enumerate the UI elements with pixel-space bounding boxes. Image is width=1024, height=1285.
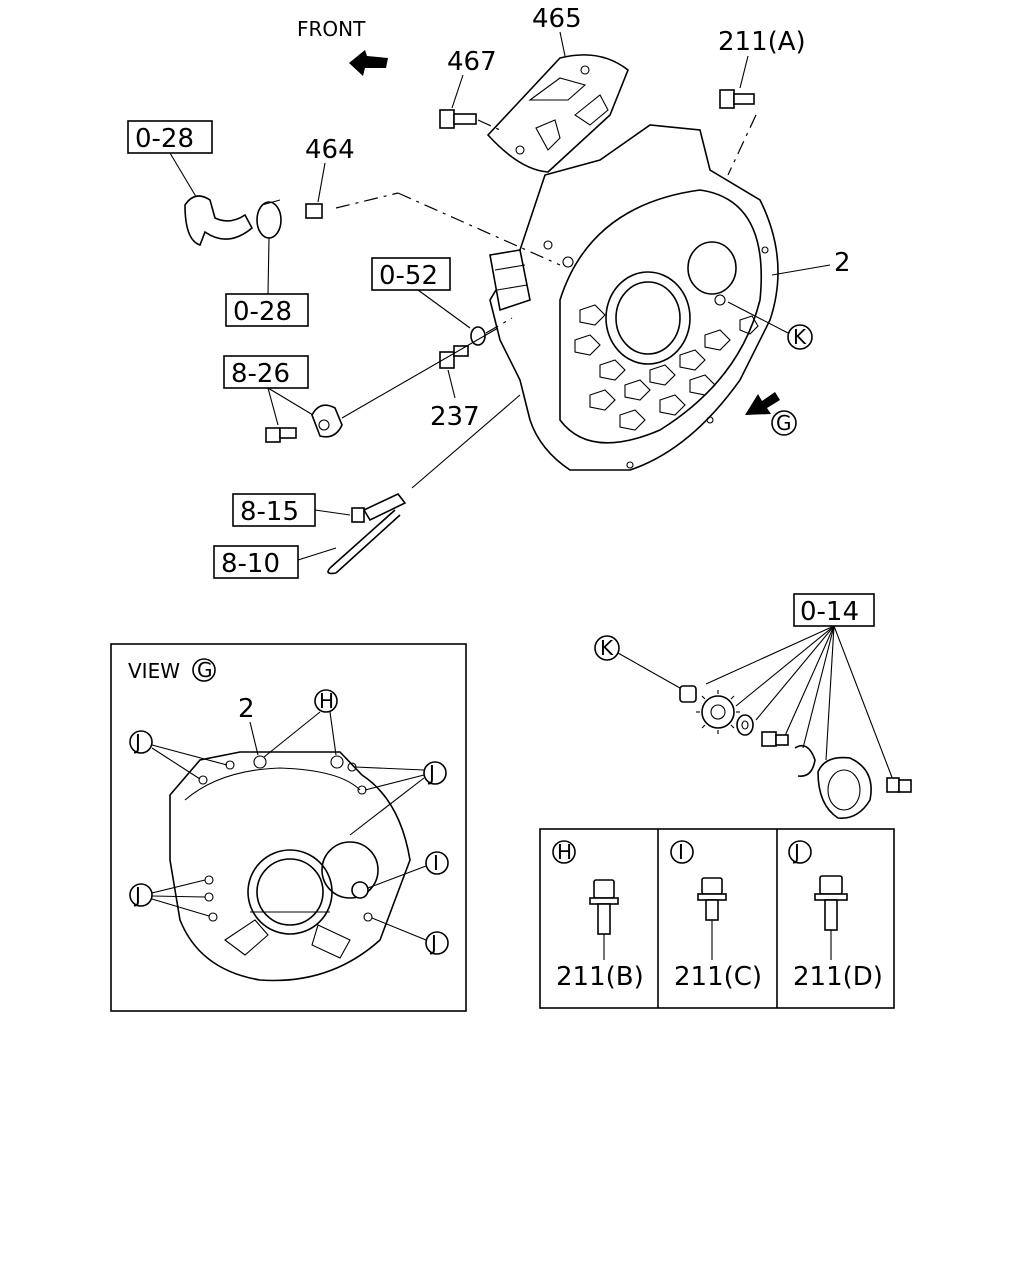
part-2-label: 2 [834,248,851,278]
callout-g [771,410,797,436]
view-callout-j-3-letter: J [133,883,141,907]
part-211c-label: 211(C) [674,962,762,992]
oil-pump-gear-assembly [679,685,912,819]
view-g-panel [110,643,467,1012]
view-callout-j-1-letter: J [133,730,141,754]
view-g-title: VIEW [128,659,180,683]
view-callout-j-2 [423,761,447,785]
front-arrow-icon [349,50,388,76]
view-callout-j-4-letter: J [429,931,437,955]
view-callout-h [314,689,338,713]
part-211a-label: 211(A) [718,27,806,57]
callout-k-group-letter: K [600,636,614,660]
callout-k-group [594,635,620,661]
ref-014-box [793,593,875,627]
part-464-label: 464 [305,135,355,165]
bolt-211b-icon [589,879,619,960]
ref-028-bottom-label: 0-28 [233,297,292,327]
part-211b-label: 211(B) [556,962,644,992]
view-callout-i [425,851,449,875]
part-467-label: 467 [447,47,497,77]
table-callout-j-letter: J [792,840,800,864]
table-callout-j [788,840,812,864]
dipstick-810 [329,509,401,574]
view-g-housing [169,751,411,982]
table-callout-i [670,840,694,864]
callout-k-main-letter: K [793,325,807,349]
ref-815-label: 8-15 [240,497,299,527]
pin-464 [305,203,323,219]
view-g-title-letter: G [197,658,213,682]
part-211d-label: 211(D) [793,962,883,992]
plate-465 [486,54,629,173]
view-g-arrow-icon [745,392,780,415]
table-callout-i-letter: I [678,840,684,864]
view-part-2-label: 2 [238,694,255,724]
ref-826-box [223,355,309,389]
ref-810-box [213,545,299,579]
hose-028 [184,195,254,247]
ref-014-label: 0-14 [800,597,859,627]
ref-028-top-box [127,120,213,154]
bolt-211d-icon [814,875,848,960]
view-callout-h-letter: H [319,689,334,713]
ref-028-top-label: 0-28 [135,124,194,154]
table-callout-h [552,840,576,864]
view-callout-j-1 [129,730,153,754]
dipstick-tube-815 [351,493,407,523]
ref-815-box [232,493,316,527]
hose-clamp [256,201,282,239]
flywheel-housing [489,124,779,471]
ref-052-label: 0-52 [379,261,438,291]
view-callout-j-3 [129,883,153,907]
ref-826-label: 8-26 [231,359,290,389]
bolt-211c-icon [697,877,727,960]
view-callout-i-letter: I [433,851,439,875]
part-237-label: 237 [430,402,480,432]
table-callout-h-letter: H [557,840,572,864]
ref-028-bottom-box [225,293,309,327]
front-label: FRONT [297,17,366,41]
callout-g-letter: G [776,411,792,435]
bolt-211a [719,89,755,109]
callout-k-main [787,324,813,350]
ref-810-label: 8-10 [221,549,280,579]
view-g-title-circle [192,658,216,682]
ref-052-box [371,257,451,291]
view-callout-j-4 [425,931,449,955]
bolt-table [539,828,895,1009]
view-callout-j-2-letter: J [427,761,435,785]
bolt-826 [265,427,297,443]
bolt-467 [439,109,477,129]
bolt-237 [439,345,469,369]
part-465-label: 465 [532,4,582,34]
